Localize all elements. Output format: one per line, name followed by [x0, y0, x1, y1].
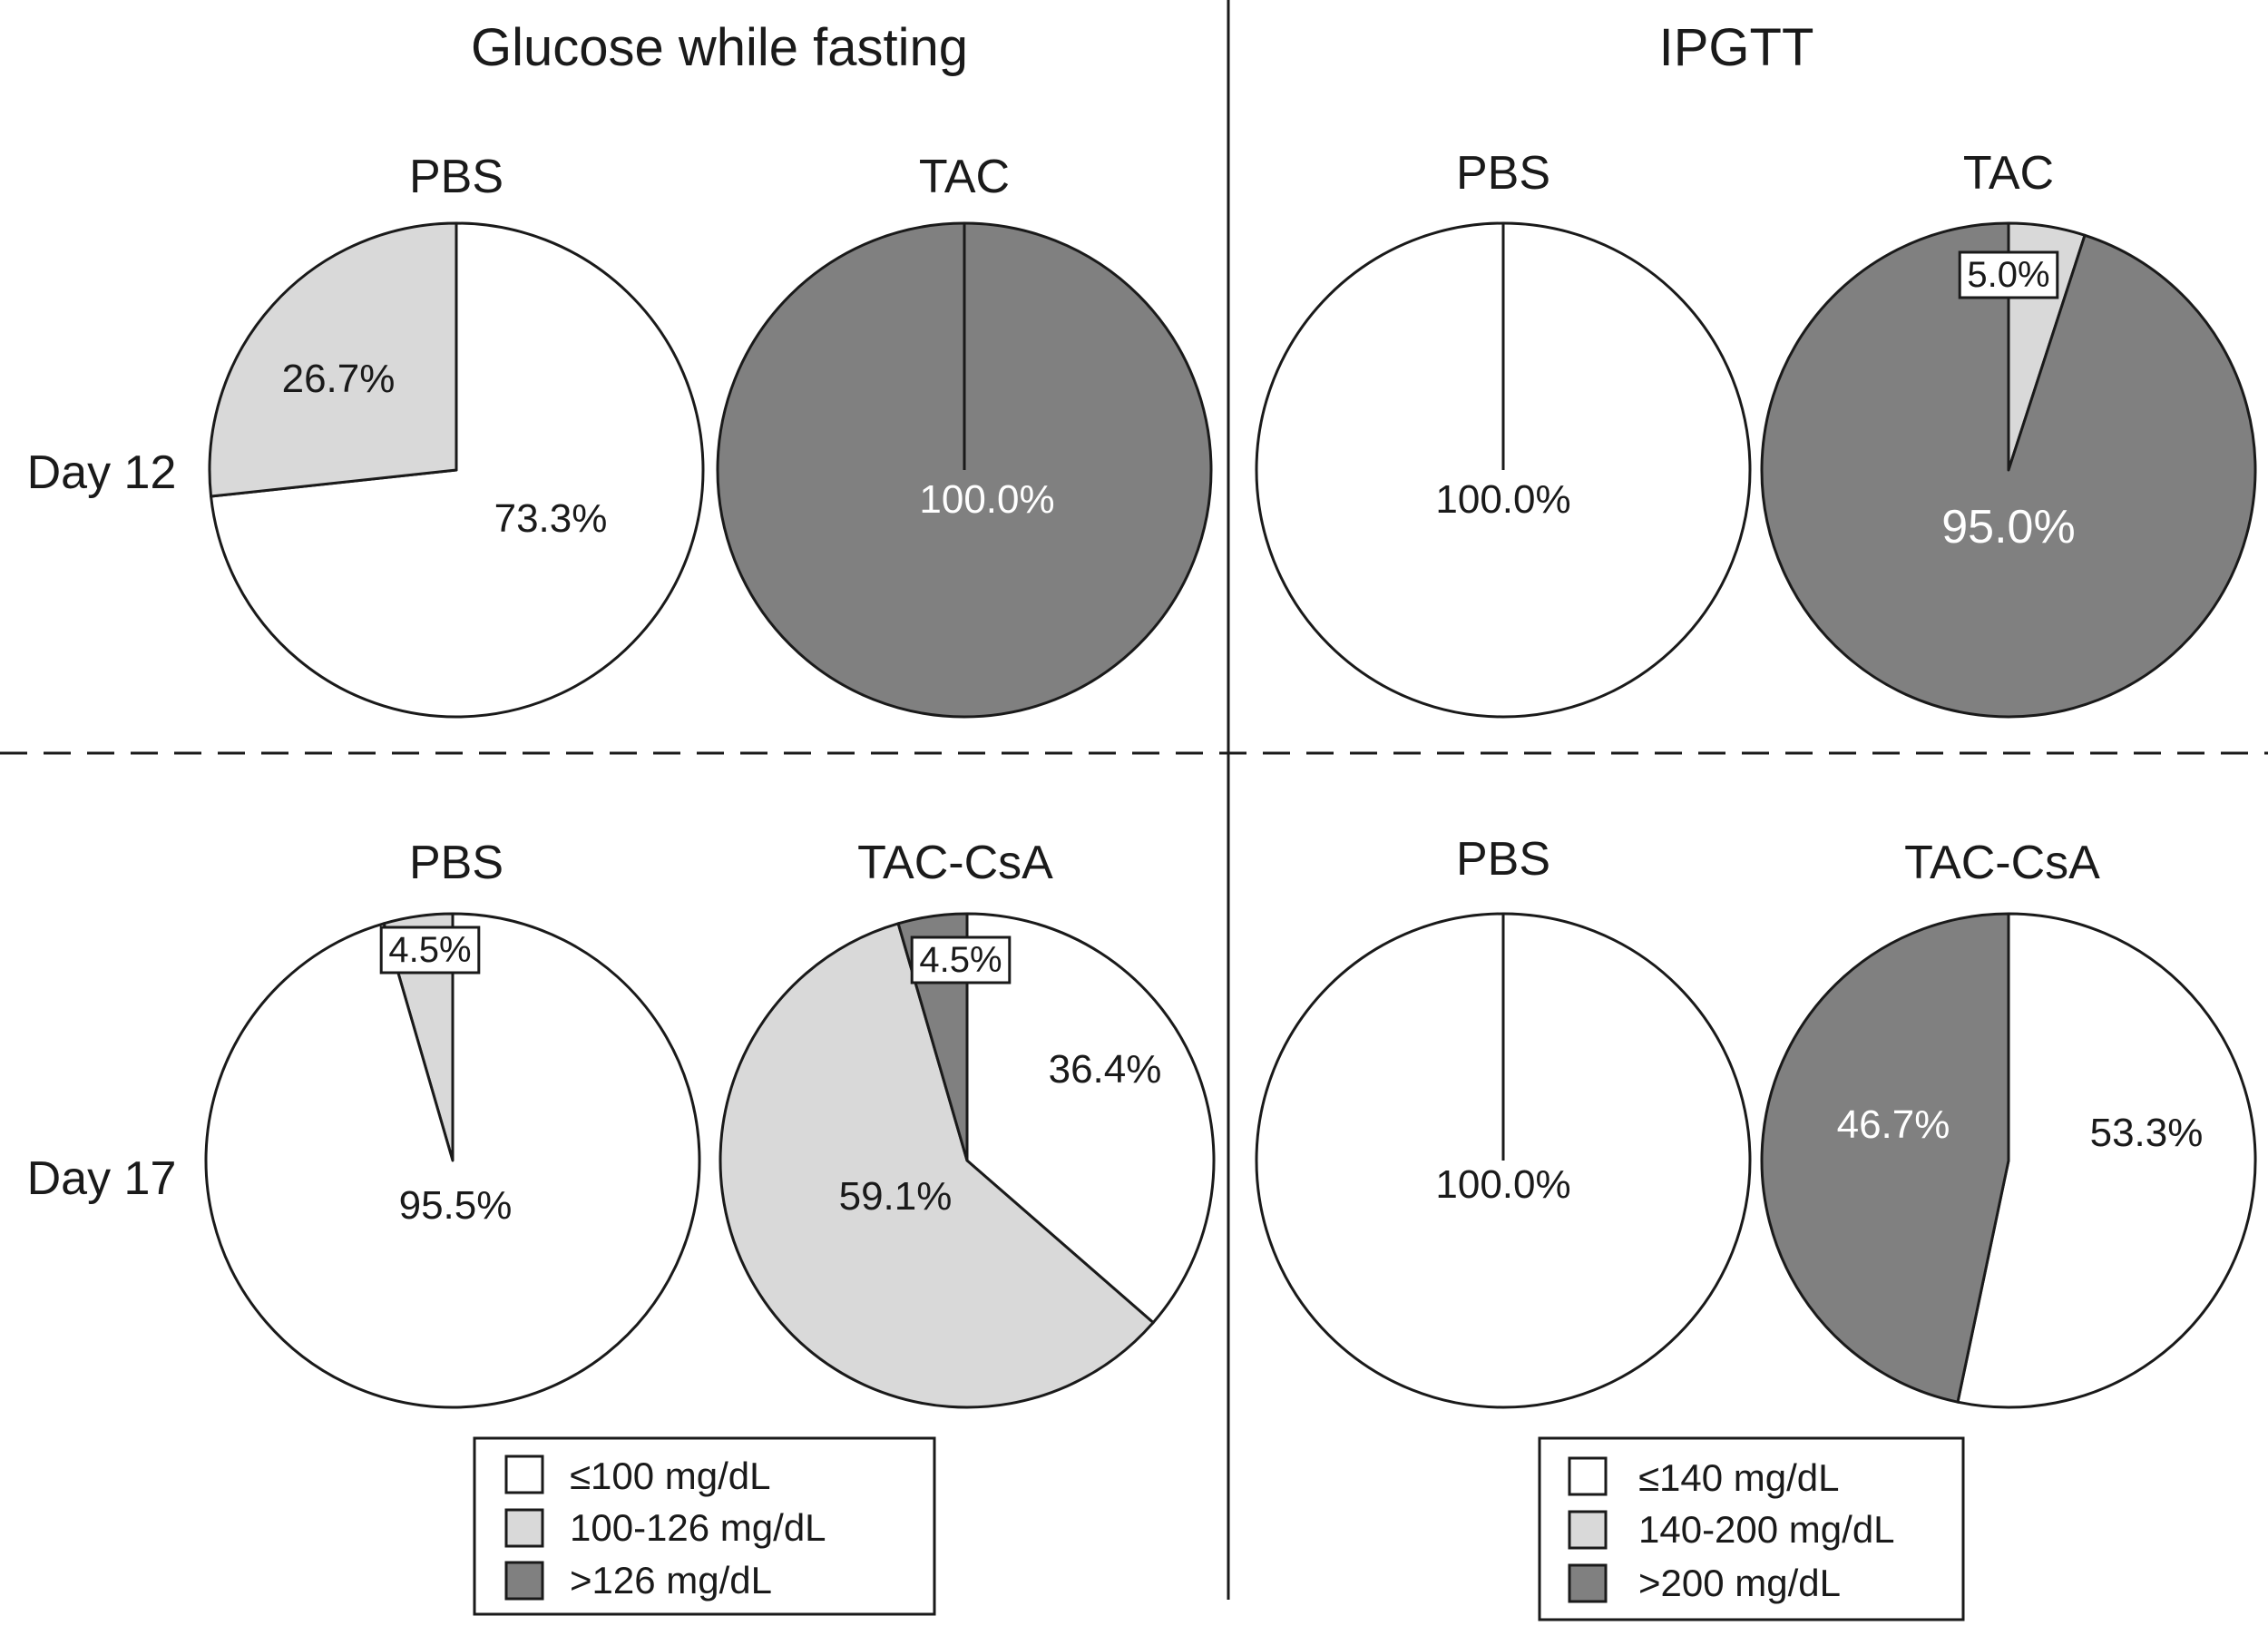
pie-slice — [1760, 221, 2257, 719]
legend-swatch-low — [1568, 1456, 1608, 1496]
pie-slice — [965, 912, 1216, 1325]
pie-slice-label: 36.4% — [1049, 1047, 1162, 1092]
pie-title-fasting-day17-pbs: PBS — [409, 837, 503, 889]
pie-fasting-day17-taccsa: 36.4% 59.1% 4.5% — [719, 912, 1216, 1409]
pie-slice-label: 4.5% — [919, 940, 1002, 980]
panel-title-ipgtt: IPGTT — [1659, 18, 1814, 77]
legend-swatch-high — [1568, 1563, 1608, 1603]
legend-label: >200 mg/dL — [1638, 1562, 1841, 1604]
legend-label: >126 mg/dL — [570, 1559, 772, 1602]
pie-slice-label: 100.0% — [1435, 1162, 1570, 1207]
pie-ipgtt-day12-tac: 5.0% 95.0% — [1760, 221, 2257, 719]
pie-slice-label: 53.3% — [2090, 1111, 2204, 1155]
pie-slice-label: 5.0% — [1967, 255, 2049, 295]
pie-title-fasting-day12-pbs: PBS — [409, 151, 503, 203]
legend-label: 100-126 mg/dL — [570, 1506, 826, 1549]
pie-slice-label: 73.3% — [494, 496, 608, 541]
pie-slice — [719, 922, 1155, 1409]
pie-slice — [204, 912, 701, 1409]
legend-swatch-mid — [1568, 1510, 1608, 1550]
pie-slice-label: 4.5% — [388, 930, 471, 970]
legend-swatch-low — [504, 1455, 544, 1494]
row-label-day-17: Day 17 — [27, 1152, 177, 1205]
legend-box — [473, 1436, 936, 1616]
legend-swatch-high — [504, 1561, 544, 1601]
pie-slice — [208, 221, 458, 498]
pie-slice-label: 95.5% — [399, 1183, 513, 1228]
pie-title-fasting-day17-taccsa: TAC-CsA — [857, 837, 1053, 889]
panel-title-fasting: Glucose while fasting — [471, 18, 968, 77]
pie-slice-label: 100.0% — [1435, 477, 1570, 522]
pie-slice-label: 59.1% — [839, 1174, 953, 1219]
pie-title-ipgtt-day17-taccsa: TAC-CsA — [1904, 837, 2100, 889]
legend-swatch-mid — [504, 1508, 544, 1548]
pie-ipgtt-day17-taccsa: 53.3% 46.7% — [1760, 912, 2257, 1409]
pie-title-fasting-day12-tac: TAC — [919, 151, 1010, 203]
pie-slice-label: 95.0% — [1941, 501, 2075, 553]
legend-label: ≤140 mg/dL — [1638, 1456, 1840, 1499]
legend-label: 140-200 mg/dL — [1638, 1508, 1895, 1551]
pie-label-box — [910, 935, 1012, 984]
pie-label-box — [1958, 250, 2059, 299]
pie-slice-label: 46.7% — [1837, 1102, 1950, 1147]
pie-ipgtt-day17-pbs: 100.0% — [1255, 912, 1752, 1409]
legend-ipgtt: ≤140 mg/dL 140-200 mg/dL >200 mg/dL — [1538, 1436, 1965, 1621]
pie-title-ipgtt-day12-tac: TAC — [1963, 147, 2054, 200]
pie-title-ipgtt-day17-pbs: PBS — [1456, 833, 1550, 886]
pie-slice-label: 26.7% — [282, 357, 396, 401]
row-label-day-12: Day 12 — [27, 446, 177, 499]
legend-fasting: ≤100 mg/dL 100-126 mg/dL >126 mg/dL — [473, 1436, 936, 1616]
pie-fasting-day12-tac: 100.0% — [716, 221, 1213, 719]
legend-box — [1538, 1436, 1965, 1621]
pie-ipgtt-day12-pbs: 100.0% — [1255, 221, 1752, 719]
pies-group: 73.3% 26.7% 100.0% 100.0% 5.0% 95.0% 4.5% 95.5%… — [204, 221, 2257, 1409]
pie-slice — [1956, 912, 2257, 1409]
pie-fasting-day17-pbs: 4.5% 95.5% — [204, 912, 701, 1409]
pie-label-box — [379, 926, 481, 975]
pie-title-ipgtt-day12-pbs: PBS — [1456, 147, 1550, 200]
pie-fasting-day12-pbs: 73.3% 26.7% — [208, 221, 705, 719]
legend-label: ≤100 mg/dL — [570, 1455, 771, 1497]
pie-slice — [1760, 912, 2010, 1404]
pie-slice-label: 100.0% — [919, 477, 1054, 522]
